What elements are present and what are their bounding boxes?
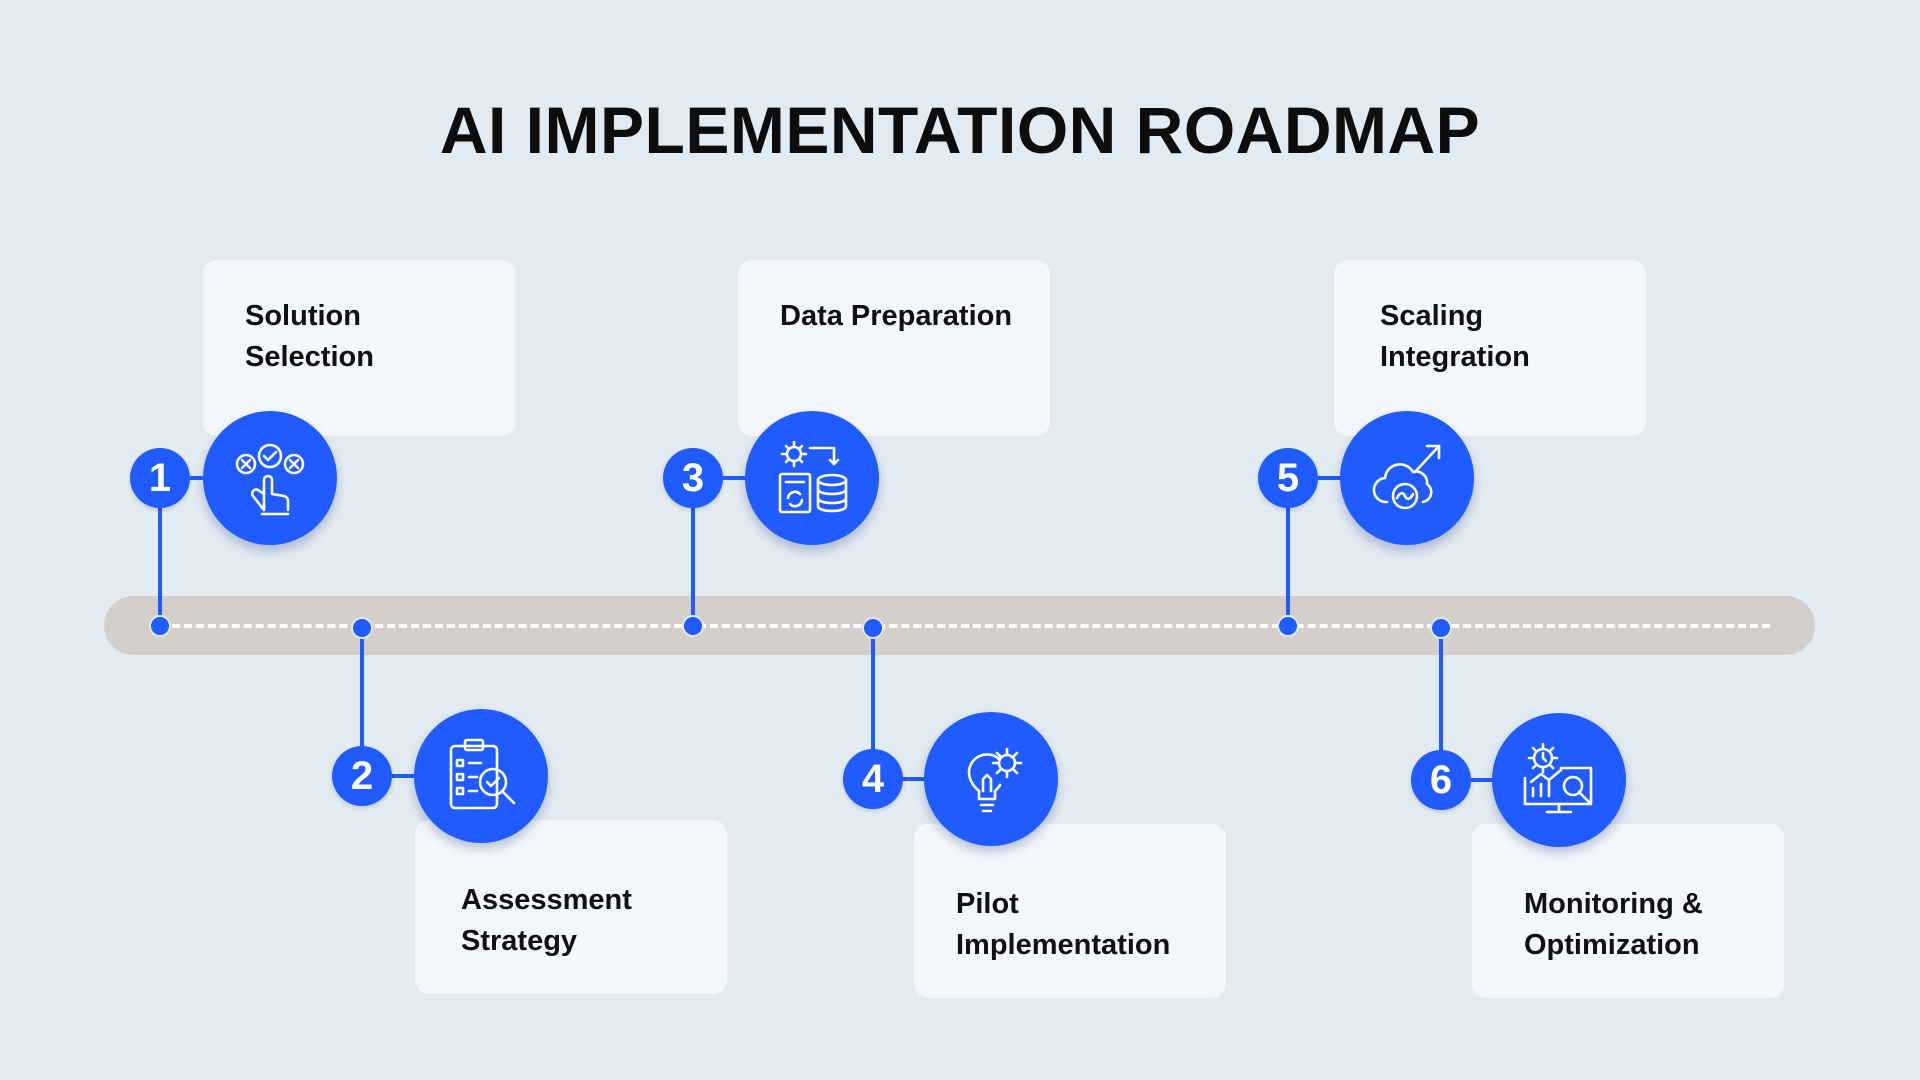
page-title: AI IMPLEMENTATION ROADMAP xyxy=(439,93,1481,167)
timeline-dot-2 xyxy=(351,617,373,639)
monitor-analytics-icon xyxy=(1492,713,1626,847)
step-number-2: 2 xyxy=(332,746,392,806)
step-number-6: 6 xyxy=(1411,750,1471,810)
timeline-dot-1 xyxy=(149,615,171,637)
lightbulb-gear-icon xyxy=(924,712,1058,846)
timeline-dot-3 xyxy=(682,615,704,637)
step-label-5: Scaling Integration xyxy=(1380,300,1530,373)
timeline-dot-6 xyxy=(1430,617,1452,639)
connector-2-h xyxy=(392,774,416,778)
connector-3 xyxy=(691,478,695,625)
step-label-6: Monitoring & Optimization xyxy=(1524,888,1703,961)
step-card-6: Monitoring & Optimization xyxy=(1472,824,1784,998)
connector-4-h xyxy=(903,777,927,781)
connector-4 xyxy=(871,628,875,779)
step-label-4: Pilot Implementation xyxy=(956,888,1171,961)
connector-5-h xyxy=(1318,476,1342,480)
cloud-growth-icon xyxy=(1340,411,1474,545)
timeline-dot-5 xyxy=(1277,615,1299,637)
checklist-magnifier-icon xyxy=(414,709,548,843)
connector-6 xyxy=(1439,628,1443,781)
decision-hand-icon xyxy=(203,411,337,545)
step-number-5: 5 xyxy=(1258,448,1318,508)
step-card-2: Assessment Strategy xyxy=(415,820,727,994)
step-label-3: Data Preparation xyxy=(780,300,1013,332)
connector-3-h xyxy=(723,476,747,480)
step-card-3: Data Preparation xyxy=(738,260,1050,436)
connector-2 xyxy=(360,628,364,776)
step-label-2: Assessment Strategy xyxy=(461,884,632,957)
step-card-4: Pilot Implementation xyxy=(914,824,1226,998)
data-processing-icon xyxy=(745,411,879,545)
connector-5 xyxy=(1286,478,1290,625)
timeline-dot-4 xyxy=(862,617,884,639)
timeline-dashed-line xyxy=(160,624,1770,628)
step-number-3: 3 xyxy=(663,448,723,508)
connector-1 xyxy=(158,478,162,625)
step-card-5: Scaling Integration xyxy=(1334,260,1646,436)
step-label-1: Solution Selection xyxy=(245,300,374,373)
step-number-4: 4 xyxy=(843,749,903,809)
connector-6-h xyxy=(1471,778,1495,782)
step-card-1: Solution Selection xyxy=(203,260,515,436)
step-number-1: 1 xyxy=(130,448,190,508)
